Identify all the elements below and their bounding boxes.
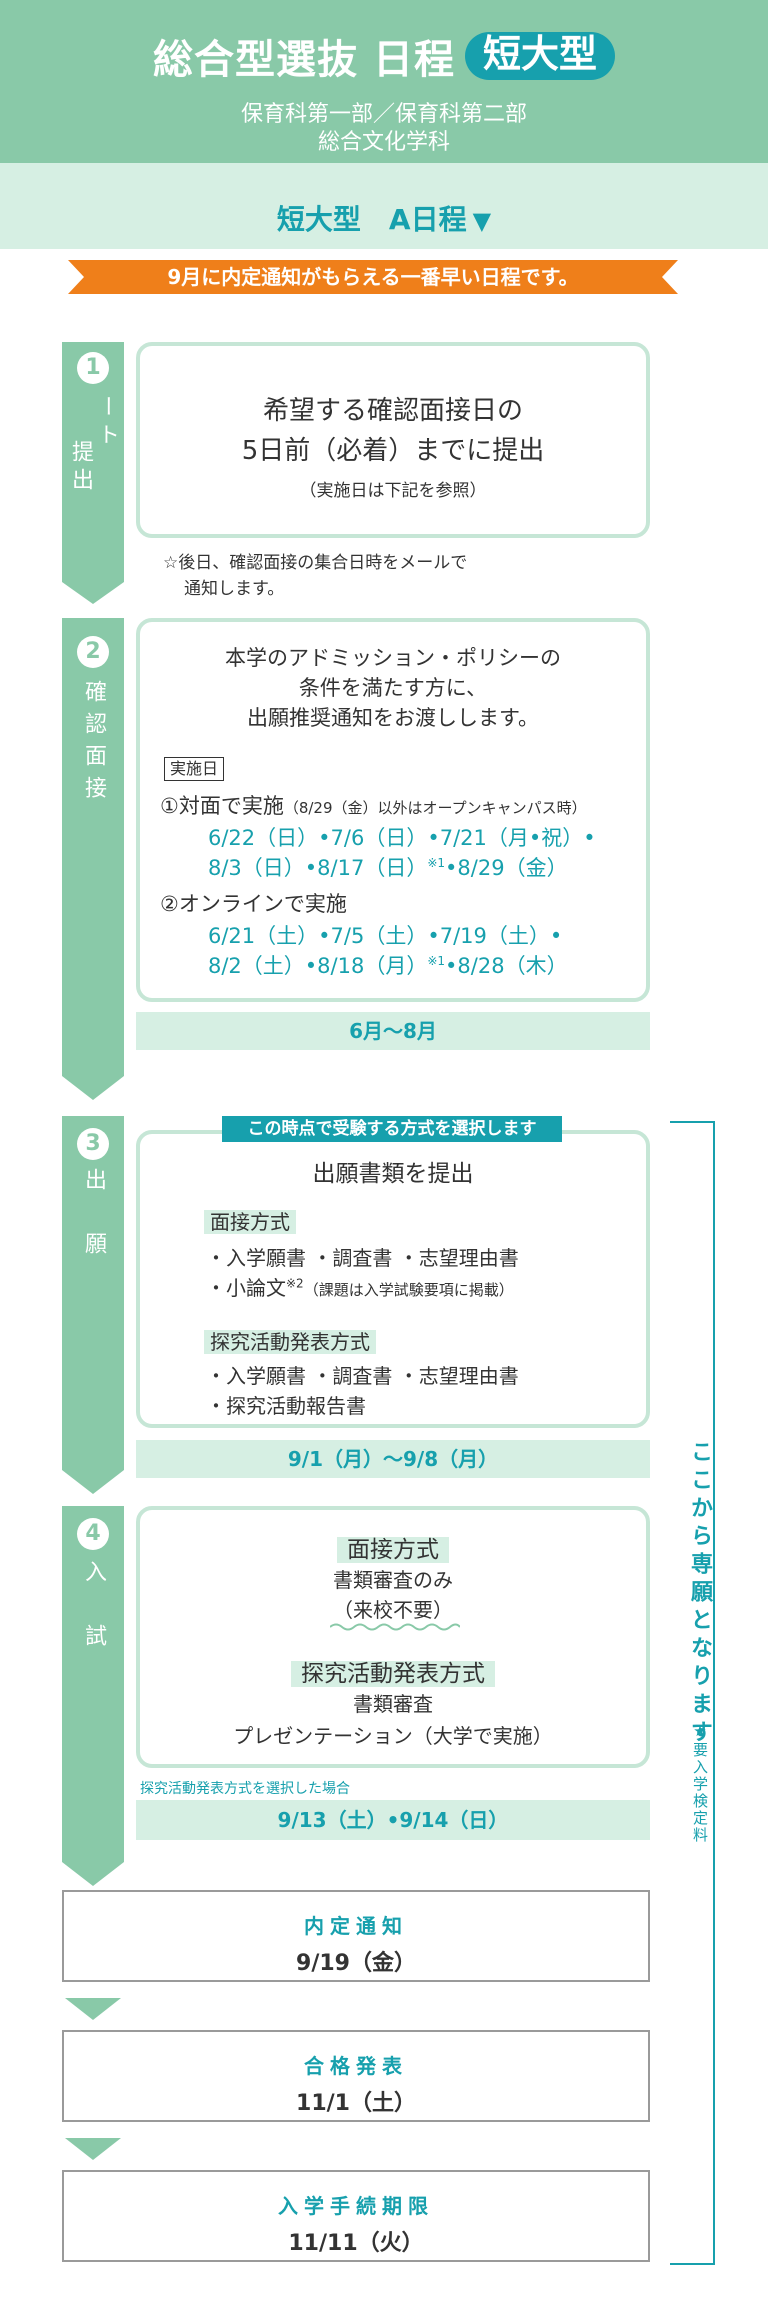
step3-m1-head-text: 面接方式 <box>204 1210 296 1234</box>
result-value: 9/19（金） <box>296 1951 416 1976</box>
step2-inperson-dates3: •8/29（金） <box>445 856 568 880</box>
step1-after-line2: 通知します。 <box>184 579 285 599</box>
step1-line2: 5日前（必着）までに提出 <box>241 436 545 466</box>
step2-online-sup: ※1 <box>427 954 446 968</box>
ribbon-text: 9月に内定通知がもらえる一番早い日程です。 <box>167 265 579 289</box>
title-row: 総合型選抜 日程 短大型 <box>0 28 768 84</box>
wavy-underline <box>330 1623 460 1631</box>
step4-m2-line1: 書類審査 <box>353 1692 433 1716</box>
arrow-down-icon <box>65 1998 121 2020</box>
result-label: 内定通知 <box>304 1914 408 1938</box>
side-bracket <box>670 1121 715 2265</box>
page-title: 総合型選抜 日程 <box>153 37 455 83</box>
step3-m2-line1: ・入学願書 ・調査書 ・志望理由書 <box>206 1364 519 1388</box>
step2-number: 2 <box>77 636 109 668</box>
step1-number: 1 <box>77 352 109 384</box>
step3-m1-line2-note: （課題は入学試験要項に掲載） <box>303 1281 514 1299</box>
step3-label: 出 願 <box>81 1168 106 1264</box>
subtitle-department-2: 総合文化学科 <box>317 130 450 155</box>
step1-label-b: 提出 <box>68 440 93 496</box>
step3-m1-line1: ・入学願書 ・調査書 ・志望理由書 <box>206 1246 519 1270</box>
step2-inperson-sup: ※1 <box>427 856 446 870</box>
schedule-band <box>0 163 768 249</box>
step4-m2-head: 探究活動発表方式 <box>136 1654 650 1688</box>
step3-m2-line2: ・探究活動報告書 <box>206 1394 366 1418</box>
result-label: 合格発表 <box>304 2054 408 2078</box>
step2-intro1: 本学のアドミッション・ポリシーの <box>225 646 561 670</box>
title-badge: 短大型 <box>464 32 615 80</box>
step3-m1-head: 面接方式 <box>204 1206 296 1235</box>
step1-box <box>136 342 650 538</box>
side-note-main: ここから専願となります <box>687 1440 712 1748</box>
step3-m1-sup: ※2 <box>286 1276 304 1291</box>
step3-m2-head: 探究活動発表方式 <box>204 1326 376 1355</box>
step3-m1-line2: ・小論文※2（課題は入学試験要項に掲載） <box>206 1272 514 1301</box>
step4-number: 4 <box>77 1518 109 1550</box>
header-banner <box>0 0 768 163</box>
step3-bar <box>62 1116 124 1494</box>
step2-online-dates2-text: 8/2（土）•8/18（月） <box>208 954 428 978</box>
step2-inperson-dates2-text: 8/3（日）•8/17（日） <box>208 856 428 880</box>
step4-m1-line2: （来校不要） <box>333 1598 453 1622</box>
step2-inperson-head: ①対面で実施 <box>160 794 284 818</box>
step1-line1: 希望する確認面接日の <box>262 396 523 426</box>
ribbon-shape <box>68 260 678 294</box>
step3-period: 9/1（月）〜9/8（月） <box>136 1440 650 1478</box>
step2-online-dates3: •8/28（木） <box>445 954 568 978</box>
step4-m2-line2: プレゼンテーション（大学で実施） <box>233 1724 553 1748</box>
step2-online-dates1: 6/21（土）•7/5（土）•7/19（土）• <box>208 924 563 948</box>
side-note-sub: ★要入学検定料 <box>691 1722 709 1844</box>
step1-note: （実施日は下記を参照） <box>299 481 487 501</box>
step2-inperson: ①対面で実施（8/29（金）以外はオープンキャンパス時） <box>160 790 587 820</box>
step3-number: 3 <box>77 1128 109 1160</box>
step2-inperson-note: （8/29（金）以外はオープンキャンパス時） <box>283 799 587 817</box>
step3-m1-line2-text: ・小論文 <box>206 1276 286 1300</box>
arrow-down-icon <box>65 2138 121 2160</box>
step4-bar <box>62 1506 124 1886</box>
schedule-title: 短大型 A日程▼ <box>0 198 768 238</box>
step2-intro2: 条件を満たす方に、 <box>298 676 488 700</box>
step1-label-a: エントリーシート <box>94 395 143 563</box>
step4-label: 入 試 <box>81 1560 106 1656</box>
step2-online-dates2: 8/2（土）•8/18（月）※1•8/28（木） <box>208 950 568 980</box>
step4-pre-note: 探究活動発表方式を選択した場合 <box>140 1781 350 1797</box>
step3-banner: この時点で受験する方式を選択します <box>222 1116 562 1142</box>
result-box-goukaku: 合格発表 11/1（土） <box>62 2030 650 2122</box>
step2-intro3: 出願推奨通知をお渡しします。 <box>247 706 539 730</box>
step4-m1-head-text: 面接方式 <box>337 1537 449 1563</box>
subtitle-departments: 保育科第一部／保育科第二部 <box>240 102 527 127</box>
triangle-down-icon: ▼ <box>472 207 492 235</box>
step2-bar <box>62 618 124 1100</box>
step3-title: 出願書類を提出 <box>312 1161 474 1187</box>
step1-after-line1: ☆後日、確認面接の集合日時をメールで <box>163 553 468 573</box>
step1-bar <box>62 342 124 604</box>
step2-online-head: ②オンラインで実施 <box>160 892 347 916</box>
result-value: 11/11（火） <box>288 2231 424 2256</box>
step3-m2-head-text: 探究活動発表方式 <box>204 1330 376 1354</box>
result-box-tetsuzuki: 入学手続期限 11/11（火） <box>62 2170 650 2262</box>
step4-m1-head: 面接方式 <box>136 1530 650 1564</box>
step2-inperson-dates1: 6/22（日）•7/6（日）•7/21（月•祝）• <box>208 826 596 850</box>
result-box-naitei: 内定通知 9/19（金） <box>62 1890 650 1982</box>
step2-box <box>136 618 650 1002</box>
step2-label: 確認面接 <box>81 680 106 808</box>
step2-period: 6月〜8月 <box>136 1012 650 1050</box>
step4-m2-head-text: 探究活動発表方式 <box>291 1661 495 1687</box>
step4-m1-line1: 書類審査のみ <box>333 1568 453 1592</box>
result-value: 11/1（土） <box>296 2091 416 2116</box>
schedule-title-text: 短大型 A日程 <box>276 203 467 236</box>
result-label: 入学手続期限 <box>278 2194 434 2218</box>
step2-inperson-dates2: 8/3（日）•8/17（日）※1•8/29（金） <box>208 852 568 882</box>
step2-tag: 実施日 <box>164 757 225 781</box>
step3-box <box>136 1130 650 1428</box>
step4-period: 9/13（土）•9/14（日） <box>136 1800 650 1840</box>
